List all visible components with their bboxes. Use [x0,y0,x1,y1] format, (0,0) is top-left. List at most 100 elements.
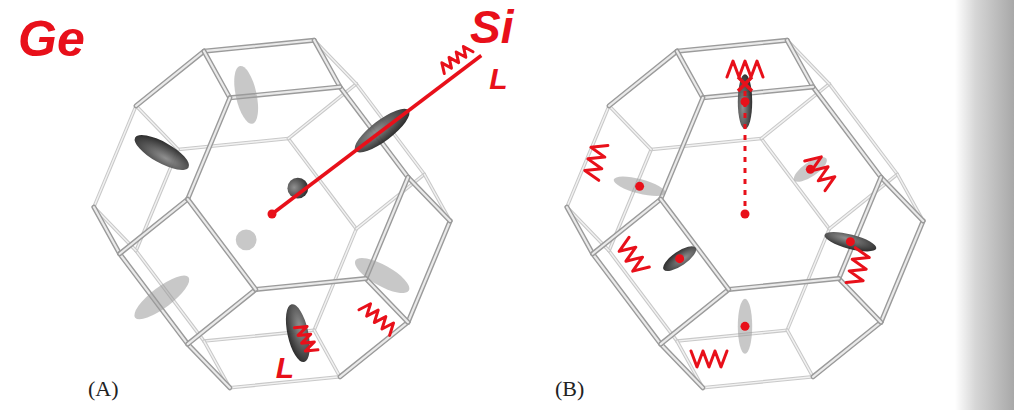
zone-edge-highlight [729,278,839,289]
zone-edge [94,207,120,254]
zone-edge [661,289,729,344]
zone-edge-highlight [188,344,230,388]
zone-edge [881,177,923,221]
zone-edge [567,106,609,207]
zone-edge-highlight [703,87,813,98]
si-zone [567,40,923,387]
ge-zone [94,40,481,387]
valley-ellipsoid [350,252,414,300]
zone-edge-highlight [661,199,729,289]
red-dot [268,210,277,219]
zone-edge-highlight [787,330,813,377]
zone-edge [881,221,923,322]
zone-edge [593,199,661,254]
zone-edge [677,330,787,341]
zone-edge-highlight [94,106,136,207]
zone-edge-highlight [677,40,787,51]
red-scribble [359,301,397,336]
zone-edge [204,51,230,98]
zone-edge-highlight [609,106,651,150]
zone-edge [729,278,839,289]
panel-label: (B) [555,378,584,400]
zone-edge-highlight [204,51,230,98]
zone-edge [408,221,450,322]
zone-edge [256,278,366,289]
valley-ellipsoid [231,225,260,254]
zone-edge-highlight [340,322,408,377]
handwritten-label: Ge [18,14,85,64]
zone-edge [188,98,230,199]
red-dot [741,322,750,331]
red-scribble [438,44,473,74]
valley-ellipsoid [790,152,830,186]
valley-ellipsoid [738,74,752,129]
zone-edge [609,106,651,150]
zone-edge [677,51,703,98]
handwritten-label: L [276,353,294,383]
red-dot [675,254,684,263]
zone-edge [787,330,813,377]
zone-edge-highlight [94,207,120,254]
zone-edge [188,289,256,344]
zone-edge [829,84,897,174]
zone-edge [567,207,593,254]
page-edge-shadow [955,0,1014,410]
red-dot [846,237,855,246]
zone-edge [839,278,881,322]
zone-edge [677,40,787,51]
handwritten-label: L [489,64,507,94]
zone-edge [204,40,314,51]
zone-edge-highlight [256,278,366,289]
zone-edge-highlight [661,289,729,344]
red-scribble [583,141,608,180]
zone-edge-highlight [178,139,288,150]
zone-edge-highlight [787,40,813,87]
zone-edge-highlight [881,177,923,221]
zone-edge-highlight [609,51,677,106]
zone-edge-highlight [761,139,829,229]
red-dashed-line [744,91,747,206]
panel-label: (A) [88,378,119,400]
red-dot [635,182,644,191]
red-scribble [616,237,650,276]
zone-edge [408,177,450,221]
zone-edge-highlight [567,207,593,254]
zone-edge [661,98,703,199]
valley-ellipsoid [660,242,700,276]
zone-edge [661,199,729,289]
zone-edge-highlight [677,51,703,98]
zone-edge [188,344,230,388]
zone-edge-highlight [314,40,340,87]
valley-ellipsoid [823,228,878,255]
red-scribble [294,323,318,355]
zone-edge [340,322,408,377]
handwritten-label: Si [470,4,513,50]
zone-edge-highlight [677,330,787,341]
zone-edge [314,40,340,87]
zone-edge [703,377,813,388]
zone-edge [703,87,813,98]
red-scribble [805,152,839,191]
zone-edge-highlight [703,377,813,388]
zone-edge-highlight [408,221,450,322]
zone-edge [813,322,881,377]
zone-edge [120,199,188,254]
zone-edge-highlight [204,40,314,51]
zone-edge [787,40,813,87]
red-scribble [727,61,763,77]
zone-edge-highlight [314,330,340,377]
zone-edge-highlight [567,106,609,207]
valley-ellipsoid [230,64,263,126]
red-leader [272,56,481,214]
red-dot [741,210,750,219]
valley-ellipsoid [130,128,194,176]
zone-edge-highlight [661,98,703,199]
red-cross-mark [738,77,752,91]
red-scribble [691,351,727,367]
valley-ellipsoid [738,299,752,354]
zone-edge-highlight [188,289,256,344]
zone-edge [94,106,136,207]
zone-edge [136,51,204,106]
